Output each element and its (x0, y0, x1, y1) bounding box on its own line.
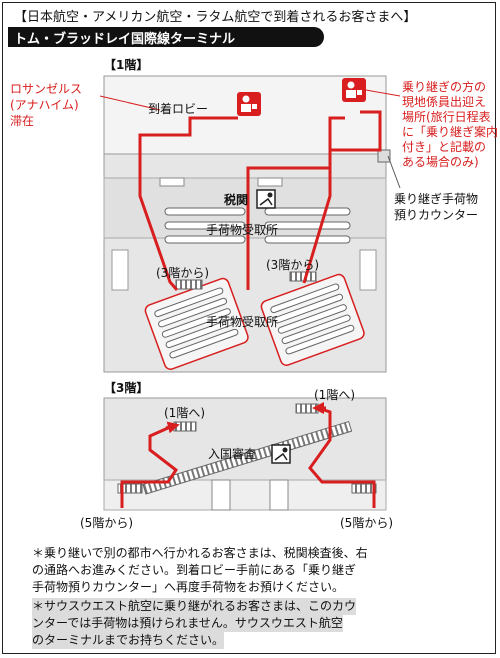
escalator-icon (351, 483, 377, 494)
from-5f-label: (5階から) (80, 516, 133, 530)
route-floor1 (138, 110, 382, 291)
baggage-carousel-left (144, 277, 249, 370)
pillar (111, 249, 129, 291)
to-1f-label: (1階へ) (164, 406, 205, 420)
pillar (211, 479, 231, 511)
note-southwest: ＊サウスウエスト航空に乗り継がれるお客さまは、このカウ (32, 598, 357, 615)
transfer-counter-box (377, 149, 391, 163)
escalator-icon (117, 483, 143, 494)
counter-block (159, 177, 185, 187)
to-1f-label: (1階へ) (314, 388, 355, 402)
floor1-map (99, 75, 401, 373)
from-5f-label: (5階から) (340, 516, 393, 530)
note-southwest: のターミナルまでお持ちください。 (32, 632, 225, 649)
escalator-icon (295, 403, 319, 414)
customs-label: 税関 (224, 193, 249, 207)
la-stay-note: 滞在 (10, 114, 35, 128)
from-3f-label: (3階から) (266, 258, 319, 272)
immigration-booths (142, 420, 353, 495)
greeter-note: ある場合のみ) (402, 155, 479, 169)
greeter-note: 付き」と記載の (402, 140, 487, 154)
escalator-icon (289, 271, 317, 282)
escalator-icon (173, 421, 197, 432)
transfer-counter-label: 乗り継ぎ手荷物 (394, 192, 479, 206)
customs-officer-icon (256, 189, 276, 209)
baggage-carousel-right (260, 273, 365, 366)
note-transfer: 手荷物預りカウンター」へ再度手荷物をお預けください。 (32, 580, 345, 594)
la-stay-note: (アナハイム) (10, 98, 79, 112)
floor1-title: 【1階】 (104, 58, 149, 72)
greeter-note: 現地係員出迎え (402, 95, 487, 109)
escalator-icon (175, 279, 203, 290)
terminal-band (8, 27, 324, 47)
from-3f-label: (3階から) (156, 266, 209, 280)
note-southwest: ンターでは手荷物は預けられません。サウスウエスト航空 (32, 615, 343, 632)
note-transfer: の通路へお進みください。到着ロビー手前にある「乗り継ぎ (32, 563, 357, 577)
staff-greeter-icon (342, 78, 366, 102)
floor3-map (103, 397, 387, 511)
baggage-carousel-icon (164, 207, 351, 244)
pillar (269, 479, 289, 511)
floor3-title: 【3階】 (104, 381, 149, 395)
terminal-name: トム・ブラッドレイ国際線ターミナル (14, 32, 236, 47)
transfer-counter-label: 預りカウンター (394, 208, 479, 222)
page-header: 【日本航空・アメリカン航空・ラタム航空で到着されるお客さまへ】 (14, 10, 417, 25)
pillar (359, 249, 377, 291)
immigration-label: 入国審査 (208, 447, 257, 461)
baggage-claim-label: 手荷物受取所 (206, 315, 279, 329)
route-floor3 (120, 406, 376, 508)
counter-block (257, 177, 283, 187)
greeter-note: 乗り継ぎの方の (402, 80, 487, 94)
note-transfer: ＊乗り継いで別の都市へ行かれるお客さまは、税関検査後、右 (32, 546, 368, 560)
greeter-note: 場所(旅行日程表 (402, 110, 491, 124)
staff-greeter-icon (237, 92, 261, 116)
la-stay-note: ロサンゼルス (10, 82, 83, 96)
immigration-officer-icon (271, 444, 291, 464)
arrival-lobby-label: 到着ロビー (148, 102, 209, 116)
greeter-note: に「乗り継ぎ案内 (402, 125, 499, 139)
baggage-claim-label: 手荷物受取所 (206, 223, 279, 237)
